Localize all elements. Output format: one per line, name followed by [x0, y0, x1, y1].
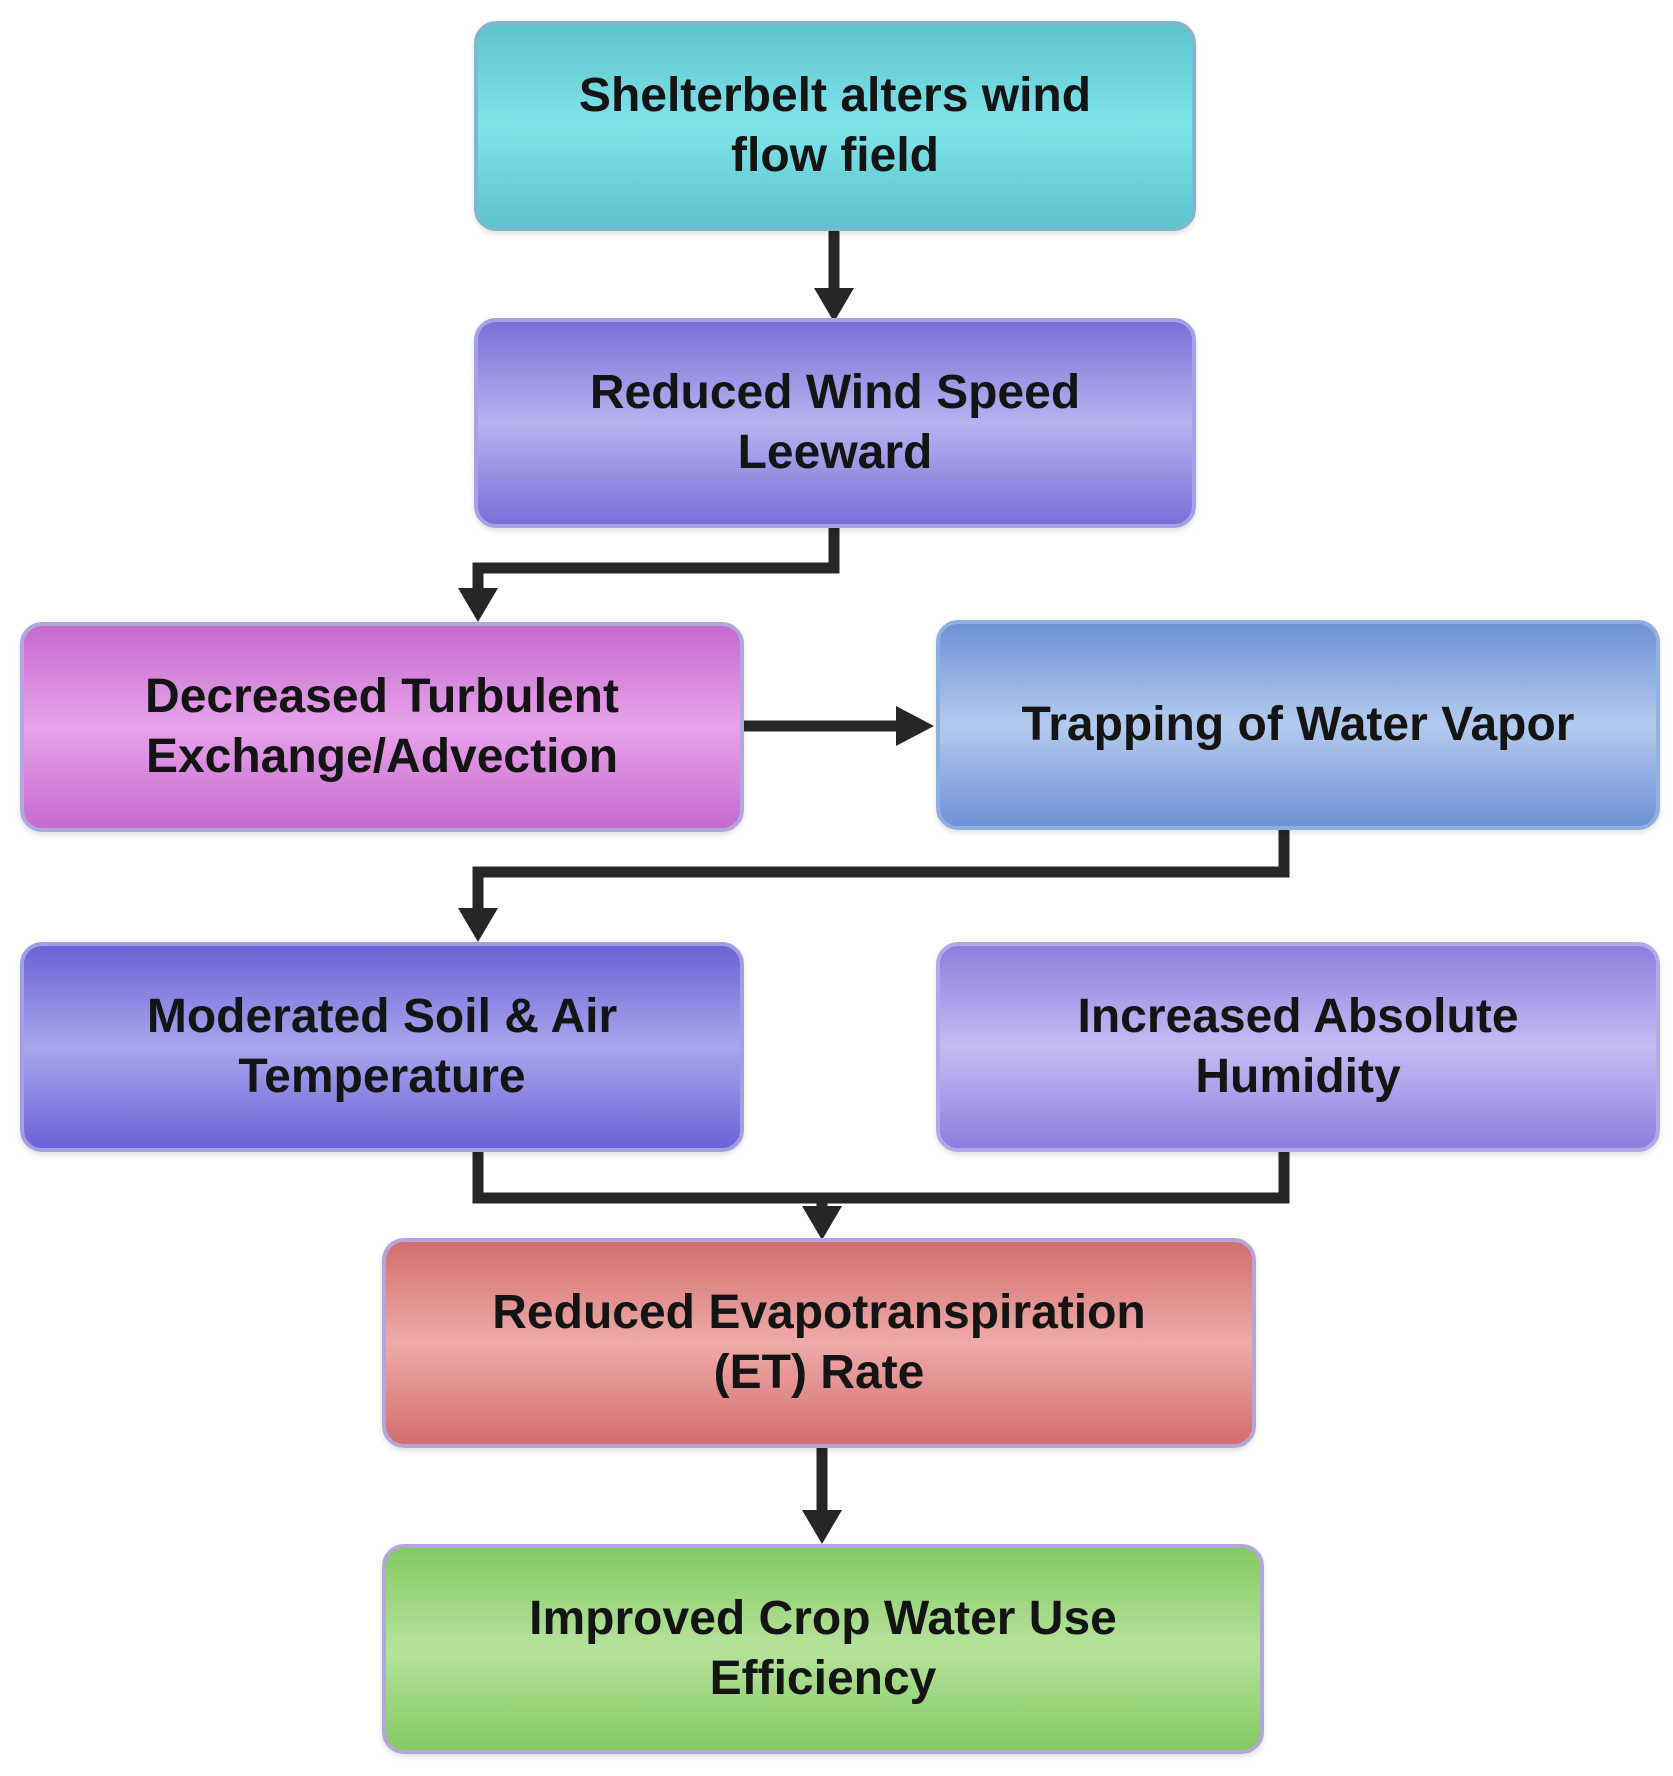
edge-turbulent-to-water-vapor-arrowhead: [896, 706, 934, 746]
edge-wind-flow-to-wind-speed-arrowhead: [814, 288, 854, 322]
node-label-line: Increased Absolute: [1077, 990, 1519, 1043]
node-label-line: flow field: [731, 129, 939, 182]
node-label-line: Reduced Wind Speed: [589, 366, 1081, 419]
node-label-line: Improved Crop Water Use: [529, 1592, 1117, 1645]
node-shelterbelt-alters-wind-flow: Shelterbelt alters wind flow field: [474, 21, 1196, 231]
edge-wind-speed-to-turbulent: [472, 528, 840, 594]
edge-et-rate-to-wue-arrowhead: [802, 1510, 842, 1544]
node-label-line: Trapping of Water Vapor: [1021, 698, 1575, 751]
edge-wind-speed-to-turbulent-arrowhead: [458, 588, 498, 622]
edge-temperature-to-et-rate: [472, 1152, 828, 1212]
node-label-line: Efficiency: [709, 1652, 937, 1705]
node-reduced-wind-speed: Reduced Wind Speed Leeward: [474, 318, 1196, 528]
node-label-line: Temperature: [238, 1050, 526, 1103]
node-label-line: (ET) Rate: [713, 1346, 925, 1399]
node-reduced-et-rate: Reduced Evapotranspiration (ET) Rate: [382, 1238, 1256, 1448]
edge-merge-to-et-rate-arrowhead: [802, 1206, 842, 1240]
node-label-line: Exchange/Advection: [145, 730, 619, 783]
node-decreased-turbulent-exchange: Decreased Turbulent Exchange/Advection: [20, 622, 744, 832]
node-label-line: Leeward: [737, 426, 933, 479]
node-increased-humidity: Increased Absolute Humidity: [936, 942, 1660, 1152]
node-label-line: Shelterbelt alters wind: [578, 69, 1092, 122]
node-label-line: Humidity: [1195, 1050, 1401, 1103]
node-label-line: Moderated Soil & Air: [146, 990, 618, 1043]
edge-humidity-to-et-rate: [822, 1152, 1290, 1204]
edge-water-vapor-to-temperature-arrowhead: [458, 908, 498, 942]
node-moderated-temperature: Moderated Soil & Air Temperature: [20, 942, 744, 1152]
node-label-line: Decreased Turbulent: [145, 670, 619, 723]
edge-water-vapor-to-temperature: [472, 830, 1290, 914]
node-improved-water-use-efficiency: Improved Crop Water Use Efficiency: [382, 1544, 1264, 1754]
node-label-line: Reduced Evapotranspiration: [492, 1286, 1146, 1339]
node-trapping-water-vapor: Trapping of Water Vapor: [936, 620, 1660, 830]
